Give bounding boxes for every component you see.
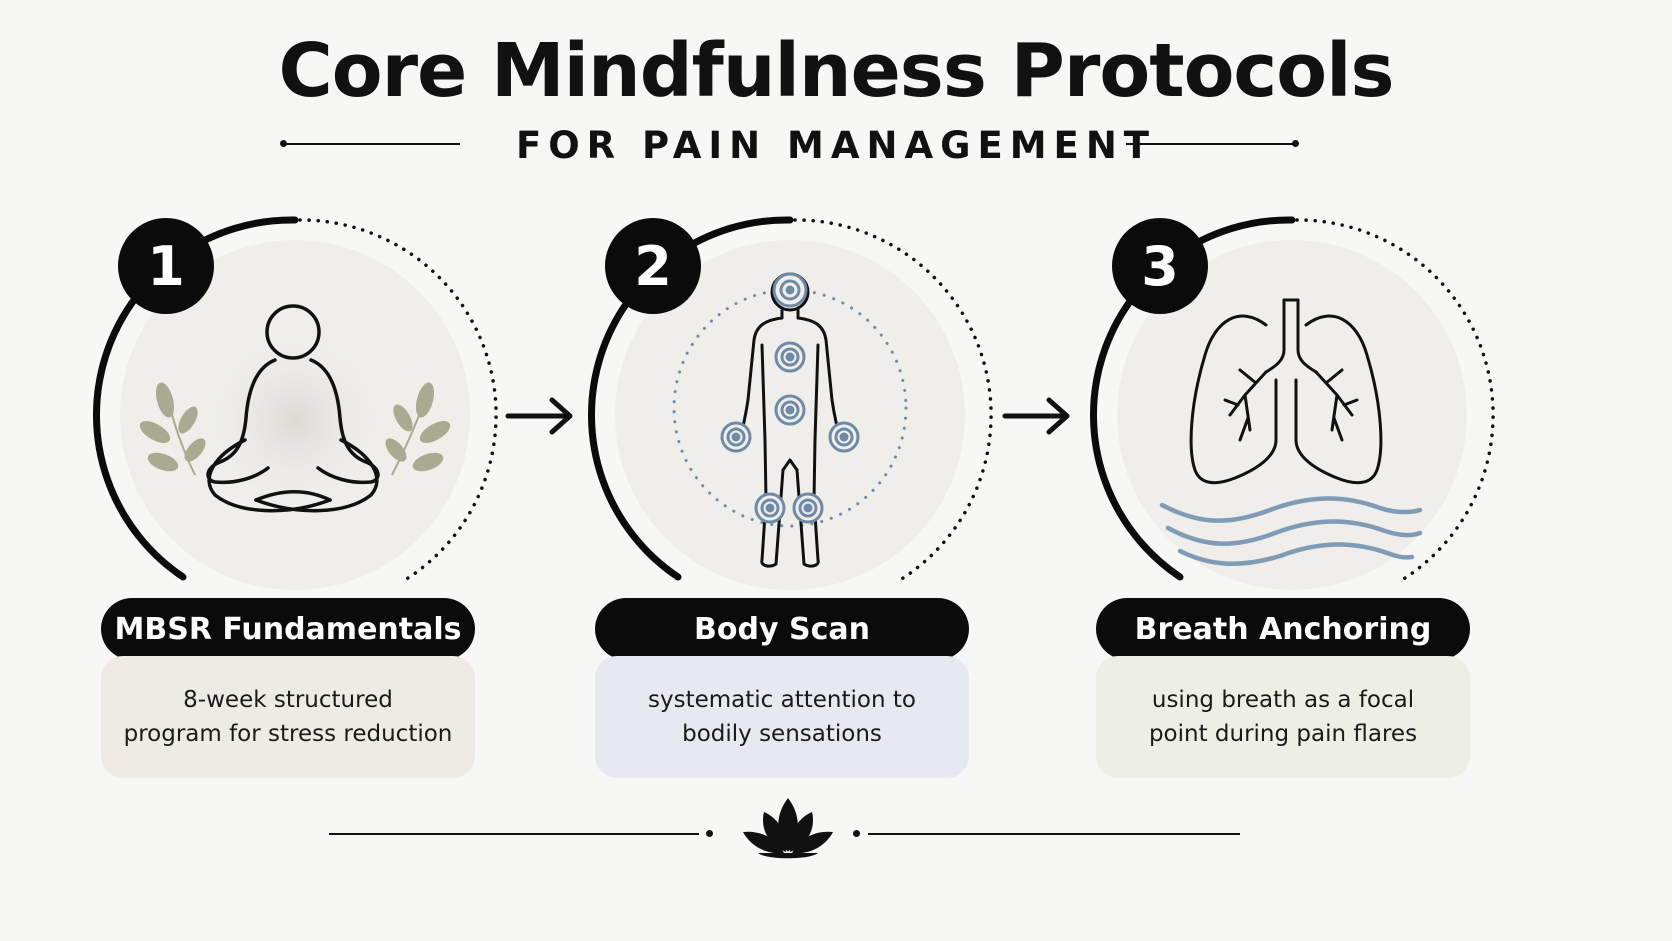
rule-dot bbox=[853, 830, 860, 837]
rule-dot bbox=[280, 140, 287, 147]
sensation-target-icon bbox=[792, 492, 824, 524]
step-number-badge: 2 bbox=[605, 218, 701, 314]
sensation-target-icon bbox=[720, 421, 752, 453]
sensation-target-icon bbox=[774, 394, 806, 426]
step-title-pill: Breath Anchoring bbox=[1096, 598, 1470, 660]
step-description-card: using breath as a focal point during pai… bbox=[1096, 656, 1470, 778]
description-line: bodily sensations bbox=[682, 721, 882, 747]
leaf-branch-icon bbox=[139, 382, 206, 476]
step-3-graphic bbox=[1090, 216, 1495, 590]
arrow-right-icon bbox=[1002, 397, 1070, 435]
step-title-pill: Body Scan bbox=[595, 598, 969, 660]
subtitle-rule-right bbox=[1126, 143, 1296, 145]
lungs-icon bbox=[1189, 298, 1383, 485]
step-1-dotted-arc bbox=[298, 218, 498, 582]
step-number-badge: 3 bbox=[1112, 218, 1208, 314]
subtitle-rule-left bbox=[284, 143, 460, 145]
sensation-target-icon bbox=[828, 421, 860, 453]
step-3-circle bbox=[1117, 240, 1467, 590]
sensation-target-icon bbox=[774, 341, 806, 373]
step-2-arc bbox=[588, 216, 794, 581]
step-title-pill: MBSR Fundamentals bbox=[101, 598, 475, 660]
subtitle-row: FOR PAIN MANAGEMENT bbox=[0, 124, 1672, 168]
lotus-icon bbox=[743, 798, 833, 859]
step-3-arc bbox=[1090, 216, 1296, 581]
step-description-card: systematic attention to bodily sensation… bbox=[595, 656, 969, 778]
leaf-branch-icon bbox=[385, 382, 451, 476]
description-line: using breath as a focal bbox=[1151, 687, 1415, 713]
footer-rule-left bbox=[329, 833, 699, 835]
rule-dot bbox=[1292, 140, 1299, 147]
page-title: Core Mindfulness Protocols bbox=[278, 28, 1394, 114]
sensation-target-icon bbox=[754, 492, 786, 524]
scan-dotted-ring bbox=[672, 288, 908, 528]
rule-dot bbox=[706, 830, 713, 837]
meditation-figure-icon bbox=[206, 304, 380, 513]
step-number-badge: 1 bbox=[118, 218, 214, 314]
description-line: program for stress reduction bbox=[123, 721, 453, 747]
breath-wave-icon bbox=[1159, 496, 1423, 567]
step-2-dotted-arc bbox=[793, 218, 993, 582]
description-line: 8-week structured bbox=[183, 687, 393, 713]
description-line: point during pain flares bbox=[1148, 721, 1418, 747]
footer-rule-right bbox=[868, 833, 1240, 835]
step-3-dotted-arc bbox=[1295, 218, 1495, 582]
step-1-arc bbox=[93, 216, 299, 581]
arrow-right-icon bbox=[505, 397, 573, 435]
step-1-graphic bbox=[93, 216, 498, 590]
description-line: systematic attention to bbox=[648, 687, 916, 713]
sensation-target-icon bbox=[772, 272, 808, 308]
step-2-graphic bbox=[588, 216, 993, 590]
step-description-card: 8-week structured program for stress red… bbox=[101, 656, 475, 778]
page-subtitle: FOR PAIN MANAGEMENT bbox=[515, 124, 1157, 167]
